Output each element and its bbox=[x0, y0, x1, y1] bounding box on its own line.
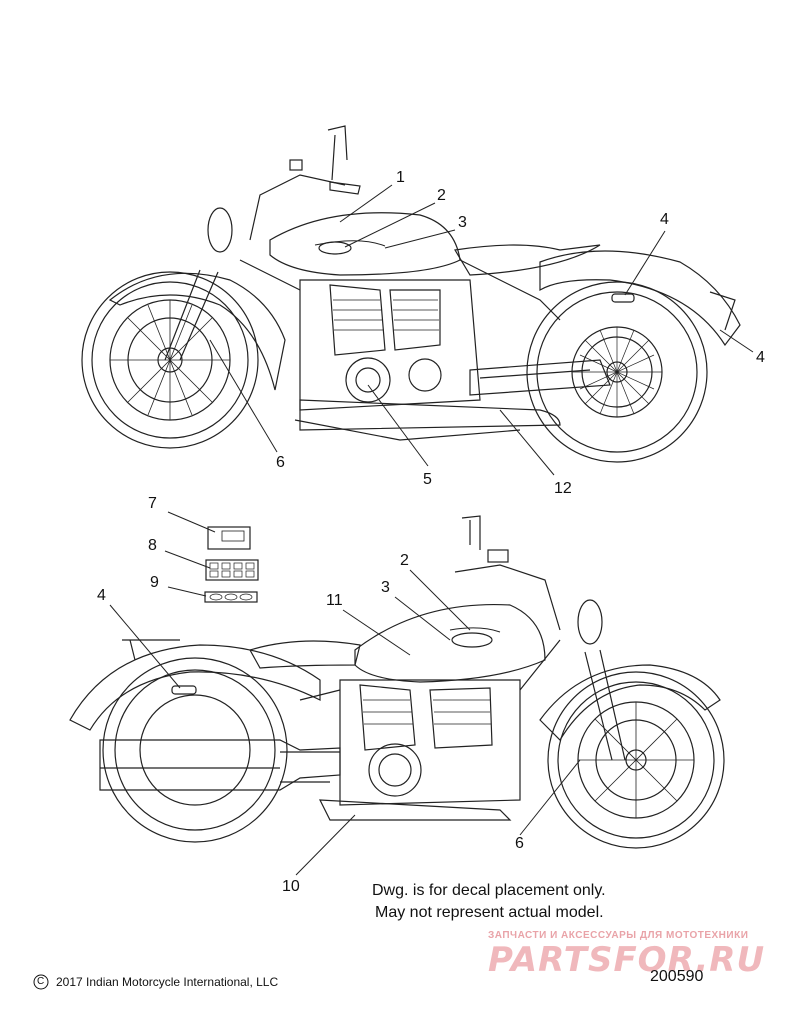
callout-6-top: 6 bbox=[276, 454, 285, 471]
watermark-tagline: ЗАПЧАСТИ И АКСЕССУАРЫ ДЛЯ МОТОТЕХНИКИ bbox=[488, 930, 749, 941]
callout-2: 2 bbox=[437, 187, 446, 204]
watermark-logo: PARTSFOR.RU bbox=[488, 940, 766, 980]
callout-5: 5 bbox=[423, 471, 432, 488]
callout-3: 3 bbox=[458, 214, 467, 231]
decal-9-shape bbox=[204, 591, 258, 603]
callout-12: 12 bbox=[554, 480, 572, 497]
callout-2-bottom: 2 bbox=[400, 552, 409, 569]
decal-8-shape bbox=[205, 559, 259, 581]
note-line-1: Dwg. is for decal placement only. bbox=[372, 882, 606, 899]
copyright-symbol: C bbox=[37, 976, 45, 987]
callout-4-top-fender: 4 bbox=[660, 211, 669, 228]
callout-9: 9 bbox=[150, 574, 159, 591]
callout-6-bottom: 6 bbox=[515, 835, 524, 852]
callout-1: 1 bbox=[396, 169, 405, 186]
copyright-text: 2017 Indian Motorcycle International, LL… bbox=[56, 975, 279, 989]
top-motorcycle-illustration bbox=[81, 125, 741, 463]
note-line-2: May not represent actual model. bbox=[375, 904, 604, 921]
callout-11: 11 bbox=[326, 592, 343, 609]
copyright-circle bbox=[33, 974, 49, 990]
drawing-number: 200590 bbox=[650, 968, 704, 985]
callout-4-top-tail: 4 bbox=[756, 349, 765, 366]
placement-note: Dwg. is for decal placement only. May no… bbox=[372, 880, 606, 924]
loose-decal-kit-illustration bbox=[204, 526, 259, 603]
callout-10: 10 bbox=[282, 878, 300, 895]
callout-8: 8 bbox=[148, 537, 157, 554]
callout-7: 7 bbox=[148, 495, 157, 512]
decal-7-shape bbox=[207, 526, 251, 550]
callout-4-bottom: 4 bbox=[97, 587, 106, 604]
leader-lines bbox=[109, 184, 754, 876]
bottom-motorcycle-illustration bbox=[69, 515, 725, 849]
callout-3-bottom: 3 bbox=[381, 579, 390, 596]
